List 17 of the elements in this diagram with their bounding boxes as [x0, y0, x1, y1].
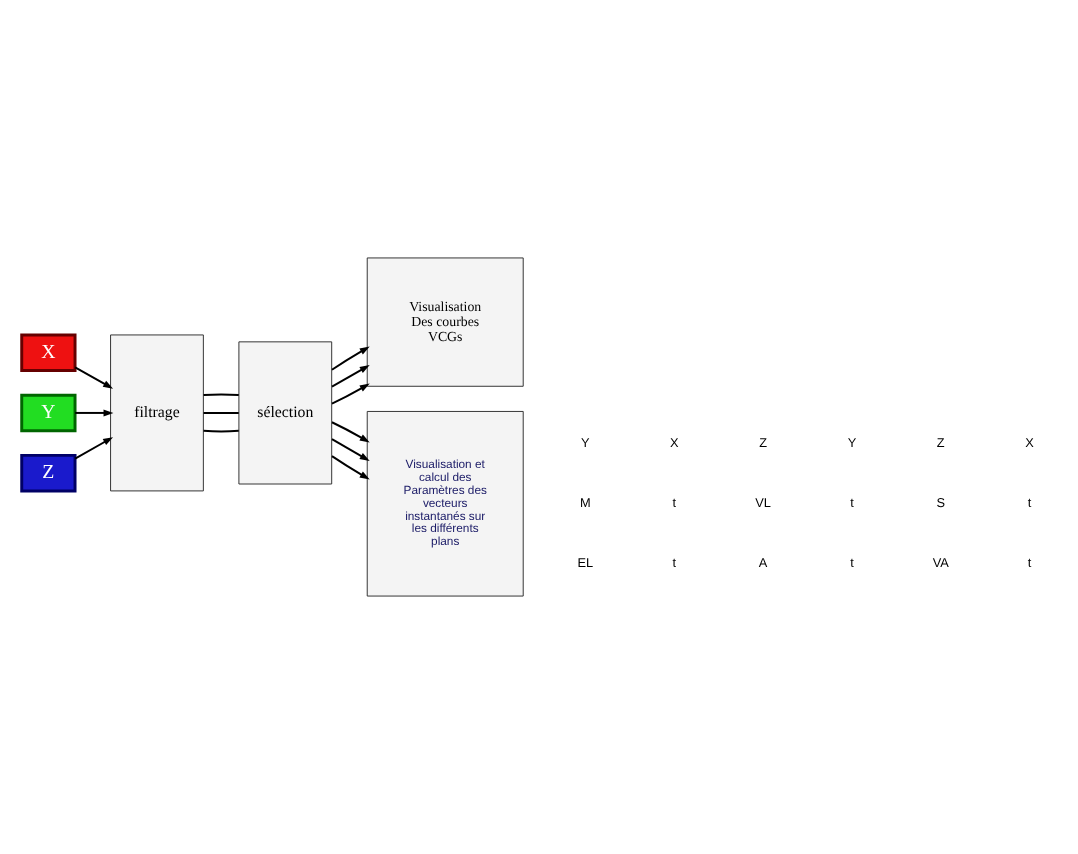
connector: [202, 411, 240, 414]
node-box: X: [20, 333, 77, 372]
connector: [202, 429, 240, 433]
connector: [202, 393, 240, 397]
arrow: [331, 455, 370, 480]
arrow: [74, 437, 114, 460]
arrow: [74, 409, 114, 417]
arrow: [331, 421, 370, 443]
node-box: Y: [20, 393, 77, 433]
node-box: sélection: [238, 341, 333, 485]
arrow: [331, 365, 370, 388]
arrow: [331, 346, 370, 371]
arrow: [331, 438, 370, 461]
arrow: [331, 383, 370, 405]
node-box: filtrage: [110, 334, 204, 492]
arrow: [74, 366, 114, 389]
node-box: Z: [20, 453, 77, 493]
